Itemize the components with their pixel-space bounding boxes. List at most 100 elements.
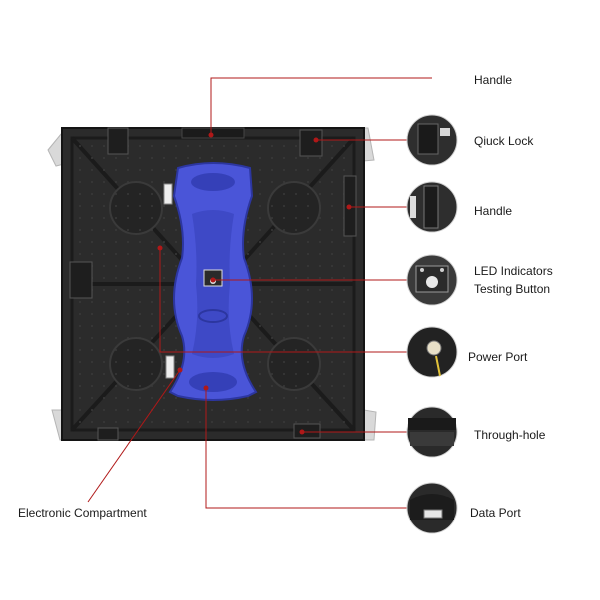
- texture-dot: [115, 373, 117, 375]
- texture-dot: [295, 265, 297, 267]
- texture-dot: [127, 169, 129, 171]
- texture-dot: [115, 277, 117, 279]
- texture-dot: [295, 277, 297, 279]
- texture-dot: [259, 157, 261, 159]
- texture-dot: [331, 289, 333, 291]
- texture-dot: [331, 373, 333, 375]
- texture-dot: [295, 361, 297, 363]
- label-through-hole: Through-hole: [474, 428, 546, 442]
- texture-dot: [259, 145, 261, 147]
- texture-dot: [283, 361, 285, 363]
- texture-dot: [115, 253, 117, 255]
- texture-dot: [151, 253, 153, 255]
- side-handle-left: [69, 261, 93, 299]
- label-handle-top: Handle: [474, 73, 513, 87]
- texture-dot: [115, 361, 117, 363]
- texture-dot: [127, 385, 129, 387]
- texture-dot: [163, 325, 165, 327]
- texture-dot: [127, 265, 129, 267]
- texture-dot: [247, 337, 249, 339]
- texture-dot: [283, 349, 285, 351]
- texture-dot: [307, 217, 309, 219]
- texture-dot: [79, 421, 81, 423]
- texture-dot: [331, 397, 333, 399]
- texture-dot: [139, 397, 141, 399]
- texture-dot: [211, 157, 213, 159]
- texture-dot: [139, 421, 141, 423]
- texture-dot: [259, 205, 261, 207]
- texture-dot: [343, 241, 345, 243]
- texture-dot: [79, 169, 81, 171]
- texture-dot: [79, 385, 81, 387]
- texture-dot: [175, 337, 177, 339]
- texture-dot: [91, 145, 93, 147]
- texture-dot: [163, 205, 165, 207]
- texture-dot: [163, 181, 165, 183]
- texture-dot: [307, 361, 309, 363]
- texture-dot: [307, 397, 309, 399]
- texture-dot: [319, 265, 321, 267]
- texture-dot: [103, 253, 105, 255]
- texture-dot: [283, 277, 285, 279]
- texture-dot: [175, 265, 177, 267]
- texture-dot: [175, 241, 177, 243]
- texture-dot: [295, 253, 297, 255]
- texture-dot: [115, 301, 117, 303]
- texture-dot: [283, 181, 285, 183]
- texture-dot: [271, 385, 273, 387]
- texture-dot: [343, 409, 345, 411]
- texture-dot: [259, 301, 261, 303]
- texture-dot: [163, 349, 165, 351]
- texture-dot: [211, 145, 213, 147]
- texture-dot: [295, 193, 297, 195]
- texture-dot: [151, 181, 153, 183]
- texture-dot: [295, 241, 297, 243]
- texture-dot: [307, 169, 309, 171]
- texture-dot: [115, 313, 117, 315]
- top-latch-right: [299, 129, 323, 157]
- texture-dot: [139, 301, 141, 303]
- bottom-latch-left: [97, 427, 119, 441]
- texture-dot: [139, 325, 141, 327]
- texture-dot: [163, 145, 165, 147]
- texture-dot: [319, 325, 321, 327]
- texture-dot: [307, 193, 309, 195]
- texture-dot: [271, 193, 273, 195]
- texture-dot: [91, 313, 93, 315]
- texture-dot: [199, 421, 201, 423]
- label-power-port: Power Port: [468, 350, 528, 364]
- texture-dot: [343, 277, 345, 279]
- texture-dot: [331, 301, 333, 303]
- texture-dot: [319, 397, 321, 399]
- texture-dot: [127, 253, 129, 255]
- texture-dot: [283, 301, 285, 303]
- texture-dot: [271, 169, 273, 171]
- texture-dot: [271, 241, 273, 243]
- texture-dot: [91, 409, 93, 411]
- texture-dot: [91, 361, 93, 363]
- texture-dot: [151, 301, 153, 303]
- texture-dot: [307, 157, 309, 159]
- texture-dot: [259, 361, 261, 363]
- texture-dot: [151, 313, 153, 315]
- texture-dot: [343, 301, 345, 303]
- texture-dot: [271, 337, 273, 339]
- texture-dot: [187, 421, 189, 423]
- texture-dot: [175, 169, 177, 171]
- texture-dot: [115, 205, 117, 207]
- texture-dot: [79, 157, 81, 159]
- texture-dot: [151, 385, 153, 387]
- texture-dot: [163, 385, 165, 387]
- texture-dot: [163, 289, 165, 291]
- texture-dot: [115, 217, 117, 219]
- texture-dot: [331, 349, 333, 351]
- label-led-indicators: LED Indicators: [474, 264, 553, 278]
- texture-dot: [115, 241, 117, 243]
- texture-dot: [343, 361, 345, 363]
- texture-dot: [343, 157, 345, 159]
- texture-dot: [343, 145, 345, 147]
- texture-dot: [91, 205, 93, 207]
- texture-dot: [127, 337, 129, 339]
- texture-dot: [151, 277, 153, 279]
- texture-dot: [151, 373, 153, 375]
